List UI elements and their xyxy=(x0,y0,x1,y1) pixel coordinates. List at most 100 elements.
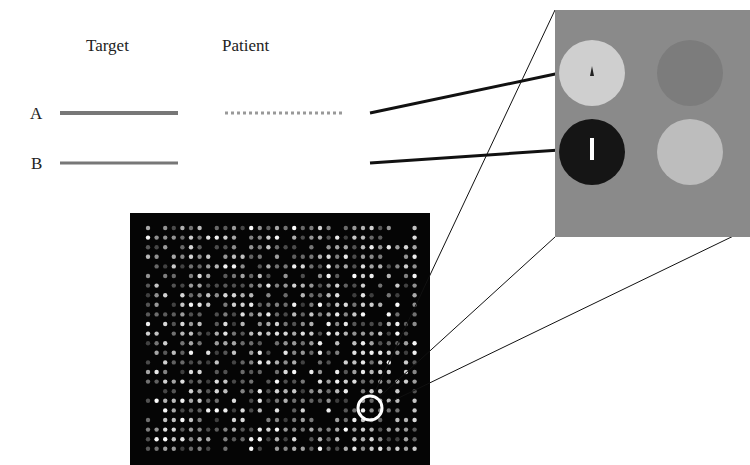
array-spot xyxy=(335,341,339,345)
array-spot xyxy=(352,303,356,307)
array-spot xyxy=(344,312,348,316)
array-spot xyxy=(206,293,210,297)
array-spot xyxy=(352,447,356,451)
array-spot xyxy=(352,312,356,316)
array-spot xyxy=(163,245,167,249)
array-spot xyxy=(240,312,244,316)
array-spot xyxy=(412,274,416,278)
array-spot xyxy=(283,437,287,441)
array-spot xyxy=(172,303,176,307)
array-spot xyxy=(215,379,219,383)
array-spot xyxy=(180,351,184,355)
array-spot xyxy=(180,283,184,287)
array-spot xyxy=(326,226,330,230)
array-spot xyxy=(154,427,158,431)
array-spot xyxy=(189,351,193,355)
array-spot xyxy=(163,379,167,383)
array-spot xyxy=(163,274,167,278)
array-spot xyxy=(404,274,408,278)
array-spot xyxy=(215,399,219,403)
array-spot xyxy=(275,437,279,441)
array-spot xyxy=(361,293,365,297)
array-spot xyxy=(146,226,150,230)
array-spot xyxy=(172,437,176,441)
array-spot xyxy=(301,264,305,268)
pointer-line xyxy=(370,73,560,113)
array-spot xyxy=(275,283,279,287)
array-spot xyxy=(249,399,253,403)
array-spot xyxy=(206,447,210,451)
array-spot xyxy=(335,293,339,297)
array-spot xyxy=(352,360,356,364)
array-spot xyxy=(266,351,270,355)
array-spot xyxy=(223,255,227,259)
array-spot xyxy=(154,312,158,316)
array-spot xyxy=(292,264,296,268)
array-spot xyxy=(223,437,227,441)
array-spot xyxy=(258,303,262,307)
array-spot xyxy=(412,264,416,268)
array-spot xyxy=(344,370,348,374)
array-spot xyxy=(223,322,227,326)
array-spot xyxy=(223,408,227,412)
array-spot xyxy=(292,331,296,335)
array-spot xyxy=(378,226,382,230)
array-spot xyxy=(232,322,236,326)
array-spot xyxy=(404,360,408,364)
array-spot xyxy=(146,447,150,451)
array-spot xyxy=(412,437,416,441)
array-spot xyxy=(283,418,287,422)
array-spot xyxy=(378,351,382,355)
array-spot xyxy=(301,283,305,287)
array-spot xyxy=(223,389,227,393)
array-spot xyxy=(223,370,227,374)
array-spot xyxy=(412,418,416,422)
array-spot xyxy=(292,360,296,364)
array-spot xyxy=(197,245,201,249)
array-spot xyxy=(326,293,330,297)
array-spot xyxy=(163,226,167,230)
array-spot xyxy=(335,255,339,259)
array-spot xyxy=(180,437,184,441)
array-spot xyxy=(412,235,416,239)
array-spot xyxy=(146,418,150,422)
array-spot xyxy=(335,437,339,441)
array-spot xyxy=(249,235,253,239)
array-spot xyxy=(292,437,296,441)
spot xyxy=(559,40,625,106)
array-spot xyxy=(197,255,201,259)
array-spot xyxy=(301,418,305,422)
array-spot xyxy=(172,408,176,412)
array-spot xyxy=(301,293,305,297)
array-spot xyxy=(180,312,184,316)
array-spot xyxy=(326,399,330,403)
array-spot xyxy=(387,274,391,278)
array-spot xyxy=(378,264,382,268)
array-spot xyxy=(223,379,227,383)
array-spot xyxy=(189,245,193,249)
array-spot xyxy=(361,245,365,249)
array-spot xyxy=(266,264,270,268)
array-spot xyxy=(249,408,253,412)
array-image xyxy=(130,213,430,465)
patient-line xyxy=(225,112,345,115)
array-spot xyxy=(266,437,270,441)
array-spot xyxy=(189,360,193,364)
array-spot xyxy=(361,379,365,383)
array-spot xyxy=(352,274,356,278)
array-spot xyxy=(258,274,262,278)
array-spot xyxy=(258,370,262,374)
array-spot xyxy=(197,447,201,451)
array-spot xyxy=(275,255,279,259)
array-spot xyxy=(387,264,391,268)
array-spot xyxy=(335,418,339,422)
array-spot xyxy=(404,427,408,431)
array-spot xyxy=(197,235,201,239)
array-spot xyxy=(232,341,236,345)
array-spot xyxy=(275,370,279,374)
array-spot xyxy=(163,427,167,431)
array-spot xyxy=(369,226,373,230)
array-spot xyxy=(309,418,313,422)
array-spot xyxy=(369,447,373,451)
array-spot xyxy=(258,255,262,259)
